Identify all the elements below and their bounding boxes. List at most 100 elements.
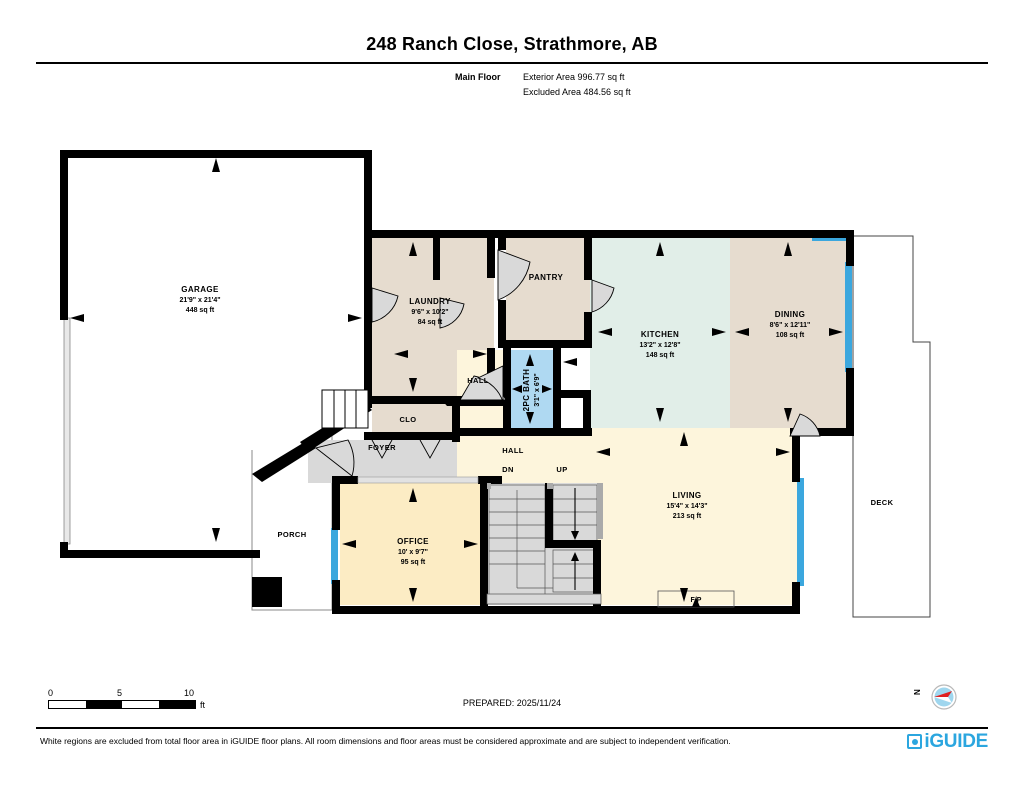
garage-fill	[68, 150, 372, 450]
wall-garage-left-upper	[60, 150, 68, 320]
arrow-bath-right	[542, 385, 552, 393]
floor-summary: Main Floor Exterior Area 996.77 sq ft Ex…	[455, 70, 631, 100]
label-office-area: 95 sq ft	[401, 559, 426, 566]
compass-rose: N	[908, 682, 972, 714]
wall-bath-kitchen	[553, 390, 591, 398]
label-garage-name: GARAGE	[181, 285, 219, 294]
living-window-right	[797, 478, 804, 586]
prepared-date: PREPARED: 2025/11/24	[462, 698, 562, 708]
arrow-dining-right	[829, 328, 843, 336]
label-bath-dim: 3'1" x 6'9"	[534, 373, 541, 406]
scale-bar: 0 5 10 ft	[48, 688, 218, 710]
arrow-living-right	[776, 448, 790, 456]
label-living-name: LIVING	[672, 491, 701, 500]
arrow-kitchen-top	[656, 242, 664, 256]
scale-tick-10: 10	[184, 688, 195, 698]
wall-office-top-b	[478, 476, 502, 484]
compass-north-label: N	[913, 689, 922, 695]
wall-garage-right-b	[364, 238, 372, 408]
wall-pantry-left-b	[498, 300, 506, 348]
label-hall-upper: HALL	[467, 376, 489, 385]
wall-clo-bottom	[364, 432, 460, 440]
scale-seg-4	[158, 701, 195, 708]
label-dining-area: 108 sq ft	[776, 332, 805, 339]
label-living-area: 213 sq ft	[673, 513, 702, 520]
wall-pantry-right-a	[584, 238, 592, 280]
clo-doors	[371, 439, 441, 459]
dining-fill	[730, 238, 848, 428]
excluded-area-text: Excluded Area 484.56 sq ft	[523, 87, 631, 97]
label-dining-dim: 8'6" x 12'11"	[770, 322, 811, 329]
title-divider	[36, 62, 988, 64]
compass-needle-north	[934, 691, 952, 697]
iguide-logo[interactable]: iGUIDE	[907, 732, 988, 751]
garage-window	[63, 317, 71, 545]
label-kitchen-dim: 13'2" x 12'8"	[639, 342, 680, 349]
scale-unit: ft	[200, 700, 206, 710]
disclaimer-text: White regions are excluded from total fl…	[40, 736, 731, 746]
wall-main-bottom	[332, 606, 800, 614]
arrow-laundry-bottom	[409, 378, 417, 392]
dimension-arrows	[70, 158, 843, 607]
staircase	[486, 483, 603, 606]
label-kitchen-area: 148 sq ft	[646, 352, 675, 359]
office-window-left	[331, 528, 338, 584]
wall-laundry-partition	[433, 238, 440, 280]
label-living-dim: 15'4" x 14'3"	[666, 503, 707, 510]
wall-garage-right-a	[364, 150, 372, 240]
arrow-bath-left	[512, 385, 522, 393]
arrow-living-bottom	[680, 588, 688, 602]
label-pantry-name: PANTRY	[529, 273, 564, 282]
wall-office-top-a	[332, 476, 358, 484]
garage-steps	[321, 389, 369, 429]
room-labels: GARAGE 21'9" x 21'4" 448 sq ft LAUNDRY 9…	[179, 273, 893, 604]
room-fills	[68, 150, 848, 605]
arrow-office-right	[464, 540, 478, 548]
arrow-dining-top	[784, 242, 792, 256]
wall-foyer-diagonal	[252, 440, 316, 482]
door-bath	[476, 365, 504, 403]
arrow-garage-top	[212, 158, 220, 172]
arrow-kitchen-right	[712, 328, 726, 336]
wall-pantry-bottom	[498, 340, 592, 348]
office-door-opening	[357, 476, 479, 484]
label-clo: CLO	[399, 415, 416, 424]
pantry-fill	[506, 238, 590, 348]
wall-garage-bottom	[60, 550, 260, 558]
floor-plan-canvas[interactable]: GARAGE 21'9" x 21'4" 448 sq ft LAUNDRY 9…	[0, 110, 1024, 650]
label-laundry-name: LAUNDRY	[409, 297, 451, 306]
label-laundry-area: 84 sq ft	[418, 319, 443, 326]
door-laundry-inner	[439, 297, 465, 329]
wall-kitchen-left-lower	[583, 390, 591, 434]
stairs-down	[488, 484, 562, 596]
wall-right-b	[846, 368, 854, 432]
label-bath-name: 2PC BATH	[522, 369, 531, 412]
wall-pantry-left-a	[498, 238, 506, 250]
stairs-up	[545, 483, 601, 606]
label-kitchen-name: KITCHEN	[641, 330, 679, 339]
arrow-laundry-left	[394, 350, 408, 358]
scale-seg-2	[85, 701, 122, 708]
door-pantry-left	[497, 249, 531, 301]
arrow-laundry-top	[409, 242, 417, 256]
iguide-wordmark: iGUIDE	[924, 731, 988, 752]
arrow-living-top	[680, 432, 688, 446]
label-deck: DECK	[871, 498, 894, 507]
arrow-bath-bottom	[526, 412, 534, 424]
floor-label: Main Floor	[455, 72, 501, 82]
label-office-dim: 10' x 9'7"	[398, 549, 428, 556]
clo-fill	[372, 404, 457, 434]
exterior-area-text: Exterior Area 996.77 sq ft	[523, 72, 625, 82]
scale-ticks: 0 5	[48, 688, 218, 700]
label-dining-name: DINING	[775, 310, 805, 319]
arrow-office-left	[342, 540, 356, 548]
wall-pantry-right-b	[584, 312, 592, 348]
arrow-garage-right	[348, 314, 362, 322]
wall-garage-top	[60, 150, 372, 158]
wall-office-right	[480, 476, 488, 614]
arrow-office-bottom	[409, 588, 417, 602]
arrow-garage-bottom	[212, 528, 220, 542]
wall-dining-bottom	[790, 428, 854, 436]
wall-laundry-right-b	[487, 348, 495, 394]
scale-tick-0: 0	[48, 688, 54, 698]
